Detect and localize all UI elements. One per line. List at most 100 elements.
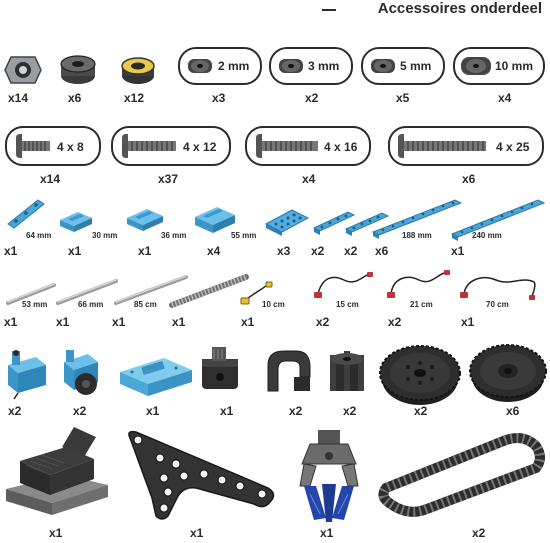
qty-dc-motor: x2 [73, 404, 87, 418]
brass-bushing-icon [121, 57, 155, 84]
qty-cable-10cm: x1 [241, 315, 255, 329]
axle-85cm-icon [114, 275, 188, 305]
spacer-icon [188, 59, 212, 73]
beam-64mm-label: 64 mm [26, 231, 52, 240]
cable-70cm-label: 70 cm [486, 300, 509, 309]
qty-spacer-5mm: x5 [396, 91, 410, 105]
qty-base-block: x1 [49, 526, 63, 540]
qty-cable-21cm: x2 [388, 315, 402, 329]
qty-beam-30mm: x1 [68, 244, 82, 258]
qty-beam-55mm: x4 [207, 244, 221, 258]
qty-spacer-10mm: x4 [498, 91, 512, 105]
qty-threaded-rod: x1 [172, 315, 186, 329]
qty-collar-nut: x6 [68, 91, 82, 105]
qty-gripper-claw: x1 [320, 526, 334, 540]
qty-beam-188mm: x6 [375, 244, 389, 258]
qty-controller-board: x1 [146, 404, 160, 418]
qty-tank-track: x2 [472, 526, 486, 540]
dc-motor-icon [64, 350, 98, 395]
beam-30mm-label: 30 mm [92, 231, 118, 240]
qty-hex-nut: x14 [8, 91, 29, 105]
qty-medium-beam: x2 [344, 244, 358, 258]
screw-icon [16, 134, 50, 158]
beam-55mm-icon [195, 207, 235, 233]
hex-nut-icon [4, 56, 42, 84]
qty-large-gear: x6 [506, 404, 520, 418]
threaded-rod-icon [169, 274, 249, 308]
servo-motor-icon [8, 350, 46, 400]
motor-bracket-icon [202, 347, 238, 389]
qty-cable-15cm: x2 [316, 315, 330, 329]
beam-240mm-label: 240 mm [472, 231, 502, 240]
beam-188mm-label: 188 mm [402, 231, 432, 240]
beam-55mm-label: 55 mm [231, 231, 257, 240]
screw-4x12-label: 4 x 12 [183, 140, 217, 154]
qty-short-beam: x2 [311, 244, 325, 258]
cable-21cm-icon [387, 270, 450, 298]
screw-4x8-label: 4 x 8 [57, 140, 84, 154]
beam-30mm-icon [60, 212, 92, 232]
spacer-10mm-label: 10 mm [495, 59, 534, 73]
cable-15cm-icon [314, 272, 373, 298]
medium-beam-icon [344, 212, 390, 236]
axle-53mm-icon [6, 283, 56, 305]
beam-64mm-icon [7, 199, 45, 229]
qty-flat-plate: x3 [277, 244, 291, 258]
qty-cable-70cm: x1 [461, 315, 475, 329]
cable-15cm-label: 15 cm [336, 300, 359, 309]
qty-axle-53mm: x1 [4, 315, 18, 329]
qty-beam-64mm: x1 [4, 244, 18, 258]
base-block-icon [6, 427, 108, 515]
axle-53mm-label: 53 mm [22, 300, 48, 309]
qty-axle-85cm: x1 [112, 315, 126, 329]
qty-clip-hook: x2 [289, 404, 303, 418]
axle-85cm-label: 85 cm [134, 300, 157, 309]
cable-21cm-label: 21 cm [410, 300, 433, 309]
qty-beam-36mm: x1 [138, 244, 152, 258]
gripper-claw-icon [299, 430, 359, 522]
qty-motor-bracket: x1 [220, 404, 234, 418]
triangle-frame-icon [128, 430, 275, 520]
small-gear-icon [330, 351, 364, 391]
beam-240mm-icon [450, 199, 546, 241]
controller-board-icon [120, 358, 192, 396]
qty-screw-4x8: x14 [40, 172, 61, 186]
title-dash [322, 9, 336, 11]
clip-hook-icon [267, 350, 311, 392]
qty-beam-240mm: x1 [451, 244, 465, 258]
qty-screw-4x25: x6 [462, 172, 476, 186]
beam-36mm-icon [127, 209, 163, 231]
flat-plate-icon [264, 209, 310, 236]
spacer-5mm-label: 5 mm [400, 59, 432, 73]
screw-4x25-label: 4 x 25 [496, 140, 530, 154]
qty-medium-gear: x2 [414, 404, 428, 418]
qty-screw-4x12: x37 [158, 172, 179, 186]
beam-188mm-icon [371, 199, 463, 239]
axle-66mm-icon [56, 279, 118, 305]
spacer-icon [371, 59, 395, 73]
axle-66mm-label: 66 mm [78, 300, 104, 309]
short-beam-icon [312, 211, 356, 235]
spacer-icon [461, 57, 491, 75]
spacer-2mm-label: 2 mm [218, 59, 250, 73]
screw-icon [122, 134, 176, 158]
screw-icon [256, 134, 318, 158]
collar-nut-icon [60, 55, 96, 84]
screw-icon [398, 134, 486, 158]
qty-spacer-2mm: x3 [212, 91, 226, 105]
spacer-icon [279, 59, 303, 73]
qty-brass-bushing: x12 [124, 91, 145, 105]
qty-spacer-3mm: x2 [305, 91, 319, 105]
cable-10cm-label: 10 cm [262, 300, 285, 309]
tank-track-icon [378, 433, 545, 517]
medium-gear-icon [379, 345, 461, 405]
beam-36mm-label: 36 mm [161, 231, 187, 240]
large-gear-icon [469, 344, 547, 402]
page-title: Accessoires onderdeel [377, 0, 542, 17]
qty-small-gear: x2 [343, 404, 357, 418]
cable-10cm-icon [240, 281, 273, 305]
qty-servo-motor-a: x2 [8, 404, 22, 418]
qty-triangle-frame: x1 [190, 526, 204, 540]
screw-4x16-label: 4 x 16 [324, 140, 358, 154]
cable-70cm-icon [460, 276, 536, 300]
